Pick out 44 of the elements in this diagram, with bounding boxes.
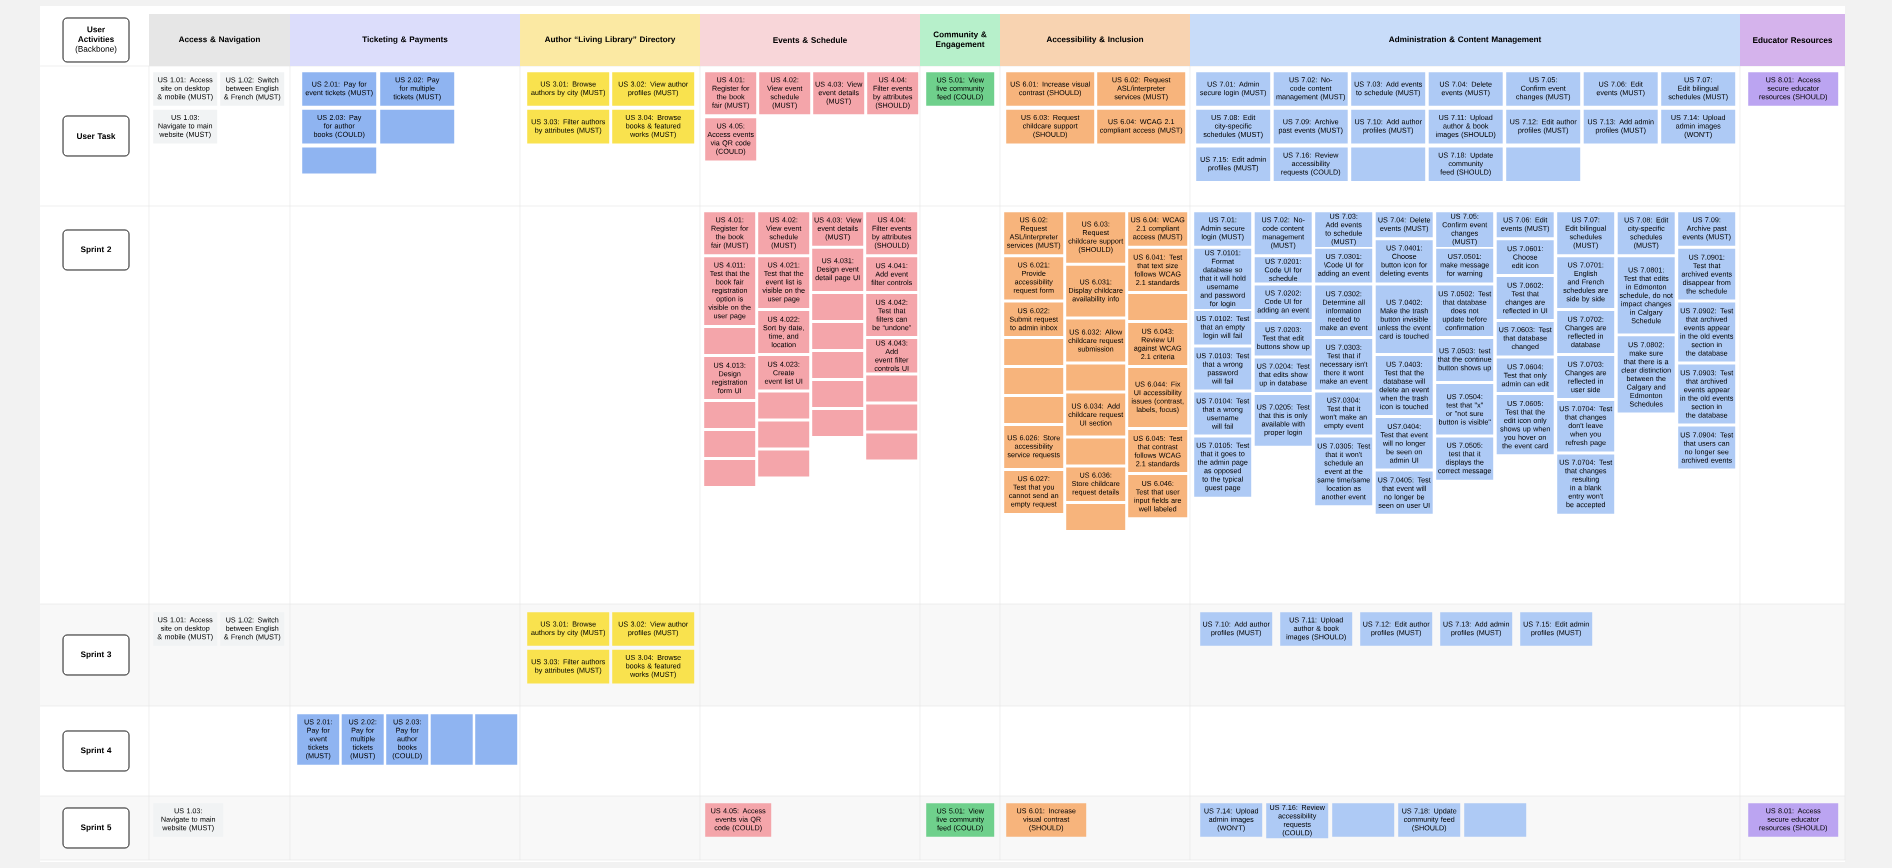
- sticky-note: [758, 450, 810, 477]
- sticky-note: [758, 392, 810, 419]
- sticky-note: [475, 714, 518, 765]
- row-label-box: User Activities (Backbone): [62, 17, 130, 63]
- sticky-note: [430, 714, 473, 765]
- sticky-note: [1351, 147, 1426, 181]
- column-header: Author “Living Library” Directory: [520, 14, 700, 66]
- sticky-note: [812, 322, 864, 349]
- sticky-note: [1128, 293, 1188, 320]
- sticky-note: [1004, 338, 1064, 365]
- sticky-note: [704, 430, 756, 457]
- sticky-note: [380, 109, 455, 144]
- sticky-note: [302, 147, 377, 174]
- sticky-note: [1332, 803, 1395, 837]
- sticky-note: [758, 421, 810, 448]
- sticky-note: [812, 293, 864, 320]
- row-label-box: Sprint 2: [62, 229, 130, 271]
- sticky-note: [812, 351, 864, 378]
- column-header: Access & Navigation: [149, 14, 290, 66]
- sticky-note: [704, 401, 756, 428]
- row-label-box: Sprint 5: [62, 807, 130, 849]
- column-header: Educator Resources: [1740, 14, 1845, 66]
- column-header: Ticketing & Payments: [290, 14, 520, 66]
- sticky-note: [812, 380, 864, 407]
- sticky-note: [704, 327, 756, 354]
- sticky-note: [1464, 803, 1527, 837]
- sticky-note: [1506, 147, 1581, 181]
- column-header: Community & Engagement: [920, 14, 1000, 66]
- row-label-box: User Task: [62, 115, 130, 157]
- sticky-note: [812, 409, 864, 436]
- sticky-note: [1066, 438, 1126, 465]
- sticky-note: [1066, 504, 1126, 531]
- sticky-note: [866, 375, 918, 402]
- row-label-box: Sprint 3: [62, 634, 130, 676]
- column-header: Events & Schedule: [700, 14, 920, 66]
- column-header: Accessibility & Inclusion: [1000, 14, 1190, 66]
- sticky-note: [1004, 396, 1064, 423]
- sticky-note: [866, 404, 918, 431]
- sticky-note: [1066, 364, 1126, 391]
- sticky-note: [1004, 367, 1064, 394]
- sticky-note: [704, 459, 756, 486]
- column-header: Administration & Content Management: [1190, 14, 1740, 66]
- sticky-note: [866, 433, 918, 460]
- row-label-box: Sprint 4: [62, 730, 130, 772]
